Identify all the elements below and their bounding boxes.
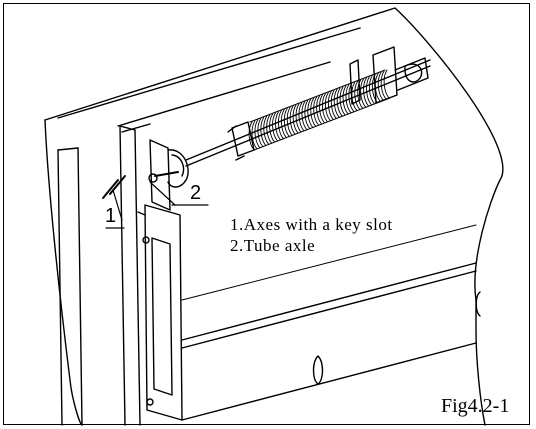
spring-winding <box>339 86 346 116</box>
spring-winding <box>360 78 366 108</box>
spring-winding <box>283 107 290 137</box>
spring-winding <box>289 105 296 135</box>
spring-winding <box>307 98 314 128</box>
spring-winding <box>263 115 270 145</box>
spring-winding <box>377 71 384 101</box>
door-panel-outline <box>44 7 504 426</box>
callout-2-label: 2 <box>190 182 202 204</box>
bracket-plate-lower <box>144 204 183 421</box>
spring-winding <box>272 112 278 142</box>
track-left-inner <box>77 147 83 426</box>
track-left-top <box>57 147 79 151</box>
spring-winding <box>248 121 255 151</box>
leader-line-2 <box>149 181 176 206</box>
spring-winding <box>330 89 337 119</box>
track-left-outer <box>57 149 63 426</box>
post-side <box>119 125 126 426</box>
spring-winding <box>324 92 331 122</box>
spring-winding <box>336 87 343 117</box>
figure-label: Fig4.2-1 <box>441 395 510 417</box>
panel-joint-upper <box>181 262 477 341</box>
callout-1-label: 1 <box>105 205 117 227</box>
spring-winding <box>257 118 264 148</box>
bracket-slot <box>151 237 173 396</box>
hinge-right <box>475 291 481 317</box>
spring-winding <box>269 113 275 143</box>
post-front <box>134 129 141 426</box>
spring-winding <box>260 117 267 146</box>
key-shaft <box>102 179 119 199</box>
spring-winding <box>254 119 261 149</box>
parts-legend: 1.Axes with a key slot 2.Tube axle <box>230 214 393 256</box>
spring-winding <box>342 85 349 115</box>
spring-winding <box>383 69 390 99</box>
torsion-spring-coil <box>249 69 391 151</box>
spring-winding <box>354 80 361 110</box>
cable-drum <box>167 149 189 188</box>
spring-winding <box>292 104 299 134</box>
door-panel-left-edge <box>44 119 83 426</box>
panel-joint-mid <box>181 224 477 301</box>
door-panel-inner-edge <box>57 27 361 119</box>
spring-winding <box>286 106 293 136</box>
spring-winding <box>363 77 369 107</box>
bearing-plate <box>372 46 398 104</box>
hinge-left <box>312 355 324 385</box>
header-top-line <box>117 61 331 127</box>
spring-winding <box>280 109 287 139</box>
leader-line-1 <box>112 189 123 221</box>
post-top <box>119 125 136 131</box>
spring-winding <box>319 94 325 124</box>
spring-winding <box>316 95 322 125</box>
spring-winding <box>278 110 284 140</box>
spring-winding <box>266 114 273 144</box>
spring-winding <box>298 102 305 132</box>
spring-winding <box>301 101 308 131</box>
spring-winding <box>251 120 258 150</box>
spring-winding <box>295 103 302 133</box>
spring-winding <box>327 91 334 120</box>
shaft-end-coupler <box>404 63 423 83</box>
legend-item-2: 2.Tube axle <box>230 236 316 255</box>
legend-item-1: 1.Axes with a key slot <box>230 215 393 234</box>
spring-winding <box>275 111 281 141</box>
figure-frame <box>3 3 530 425</box>
spring-winding <box>304 100 311 129</box>
spring-winding <box>313 96 320 126</box>
spring-winding <box>345 84 352 114</box>
tube-axle <box>154 171 179 177</box>
header-bottom-line <box>121 123 151 133</box>
spring-winding <box>333 88 340 118</box>
panel-joint-lower <box>181 342 477 421</box>
spring-winding <box>366 76 372 106</box>
spring-winding <box>322 93 328 123</box>
center-bracket <box>349 59 361 105</box>
spring-winding <box>368 75 375 105</box>
spring-winding <box>310 97 317 127</box>
spring-winding <box>380 70 387 100</box>
